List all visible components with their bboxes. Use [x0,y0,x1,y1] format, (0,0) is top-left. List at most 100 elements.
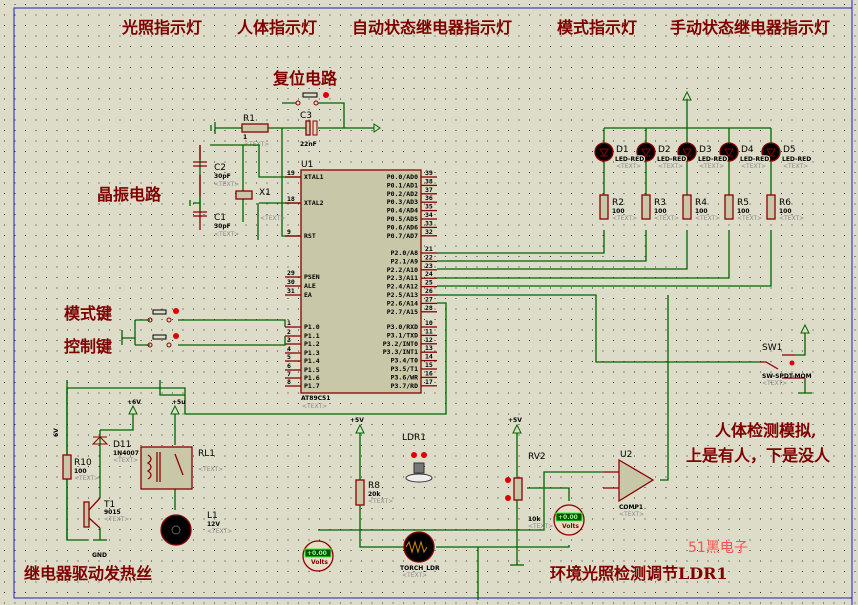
label-reset-circuit: 复位电路 [272,69,338,88]
voltmeter-2[interactable]: +0.00 Volts [553,504,585,536]
resistor-ref: R2 [612,198,624,208]
resistor-r4[interactable] [682,194,692,220]
resistor-r6[interactable] [766,194,776,220]
u1-pin-number: 37 [425,186,433,194]
x1-text: <TEXT> [260,215,285,222]
resistor-ref: R4 [695,198,707,208]
u1-pin-number: 25 [425,279,433,287]
lamp-filament-icon [171,525,181,535]
reset-button[interactable] [295,92,329,106]
c2-text: <TEXT> [214,181,239,188]
u1-pin-label: P0.6/AD6 [387,223,418,231]
led-part: LED-RED [657,156,686,163]
led-d5[interactable] [761,142,781,162]
l1-text: <TEXT> [207,528,232,535]
c2-ref: C2 [214,163,226,173]
resistor-text: <TEXT> [654,215,679,222]
led-ref: D4 [741,145,754,155]
voltmeter-1[interactable]: +0.00 Volts [302,540,334,572]
capacitor-c3[interactable] [305,120,311,136]
r8-text: <TEXT> [368,498,393,505]
crystal-circuit[interactable]: C2 30pF <TEXT> C1 30pF <TEXT> X1 <TEXT> [189,144,301,240]
voltmeter-2-unit: Volts [562,523,579,530]
heading-manual-relay-indicator: 手动状态继电器指示灯 [670,18,830,37]
u1-pin-label: P2.5/A13 [387,291,418,299]
resistor-r8[interactable] [355,479,365,506]
u1-pin-label: P0.4/AD4 [387,207,418,215]
u1-pin-label: EA [304,291,312,299]
u1-pin-number: 4 [287,345,291,353]
relay-rl1[interactable] [140,446,193,490]
ldr1-ref: LDR1 [402,433,426,443]
u1-pin-label: P0.7/AD7 [387,232,418,240]
rv2-up-button[interactable] [505,477,511,483]
resistor-r10[interactable] [62,454,72,480]
potentiometer-rv2[interactable] [513,477,523,501]
rv2-down-button[interactable] [505,495,511,501]
sw1-ref: SW1 [762,343,782,353]
keys[interactable] [121,308,286,348]
u1-pin-label: P3.0/RXD [387,323,418,331]
diode-d11[interactable] [91,436,109,445]
control-key-button[interactable] [147,333,179,348]
heading-mode-indicator: 模式指示灯 [557,18,637,37]
u1-pin-label: RST [304,232,316,240]
u1-pin-label: P1.7 [304,382,320,390]
vcc-5v-label-1: +5V [350,417,364,424]
u1-pin-number: 29 [287,269,295,277]
r8-ref: R8 [368,481,380,491]
rv2-text: <TEXT> [528,523,553,530]
r8-value: 20k [368,491,381,498]
led-diode-icon [641,148,651,158]
mode-key-button[interactable] [147,308,179,323]
resistor-text: <TEXT> [612,215,637,222]
c1-text: <TEXT> [214,231,239,238]
u1-pin-label: P1.5 [304,366,320,374]
led-bank[interactable]: R2100<TEXT>R3100<TEXT>R4100<TEXT>R5100<T… [594,90,804,222]
led-d4[interactable] [719,142,739,162]
resistor-value: 100 [612,208,625,215]
light-sensing[interactable]: +5V +5V R8 20k <TEXT> LDR1 TORCH_LDR <TE… [302,295,669,600]
voltmeter-2-reading: +0.00 [558,514,578,521]
resistor-value: 100 [654,208,667,215]
u1-pin-label: P2.2/A10 [387,266,418,274]
u1-pin-label: P0.3/AD3 [387,198,418,206]
resistor-r1[interactable] [241,123,269,133]
sw1-text: <TEXT> [762,380,787,387]
transistor-t1[interactable] [83,501,90,528]
u1-pin-number: 32 [425,228,433,236]
vcc-5u-label: +5u [172,399,185,406]
torch-icon[interactable] [405,452,433,483]
led-ref: D2 [658,145,671,155]
r1-value: 1 [243,134,247,141]
resistor-r2[interactable] [599,194,609,220]
u1-pin-number: 13 [425,344,433,352]
u1-pin-label: ALE [304,282,316,290]
led-labels: D1LED-RED<TEXT>D2LED-RED<TEXT>D3LED-RED<… [614,144,813,172]
led-part: LED-RED [615,156,644,163]
led-d1[interactable] [594,142,614,162]
led-d3[interactable] [677,142,697,162]
relay-driver[interactable]: 6V R10 100 <TEXT> D11 1N4007 <TEXT> T1 9… [53,380,232,559]
ground-icon [189,196,201,210]
rv2-ref: RV2 [528,452,546,462]
comparator-u2[interactable] [618,458,655,503]
led-d2[interactable] [636,142,656,162]
lamp-l1[interactable] [160,514,192,546]
u1-pin-number: 38 [425,177,433,185]
resistor-r3[interactable] [641,194,651,220]
d11-ref: D11 [113,440,131,450]
u1-pin-label: XTAL1 [304,173,324,181]
crystal-x1[interactable] [235,190,253,200]
c2-value: 30pF [214,173,231,180]
resistor-r5[interactable] [724,194,734,220]
switch-sw1[interactable]: SW1 SW-SPDT-MOM <TEXT> [760,323,812,394]
u1-pin-label: P3.6/WR [391,373,418,381]
t1-ref: T1 [103,500,115,510]
c3-value: 22nF [300,141,317,148]
d11-value: 1N4007 [113,450,139,457]
label-human-detect: 人体检测模拟, [715,421,817,440]
